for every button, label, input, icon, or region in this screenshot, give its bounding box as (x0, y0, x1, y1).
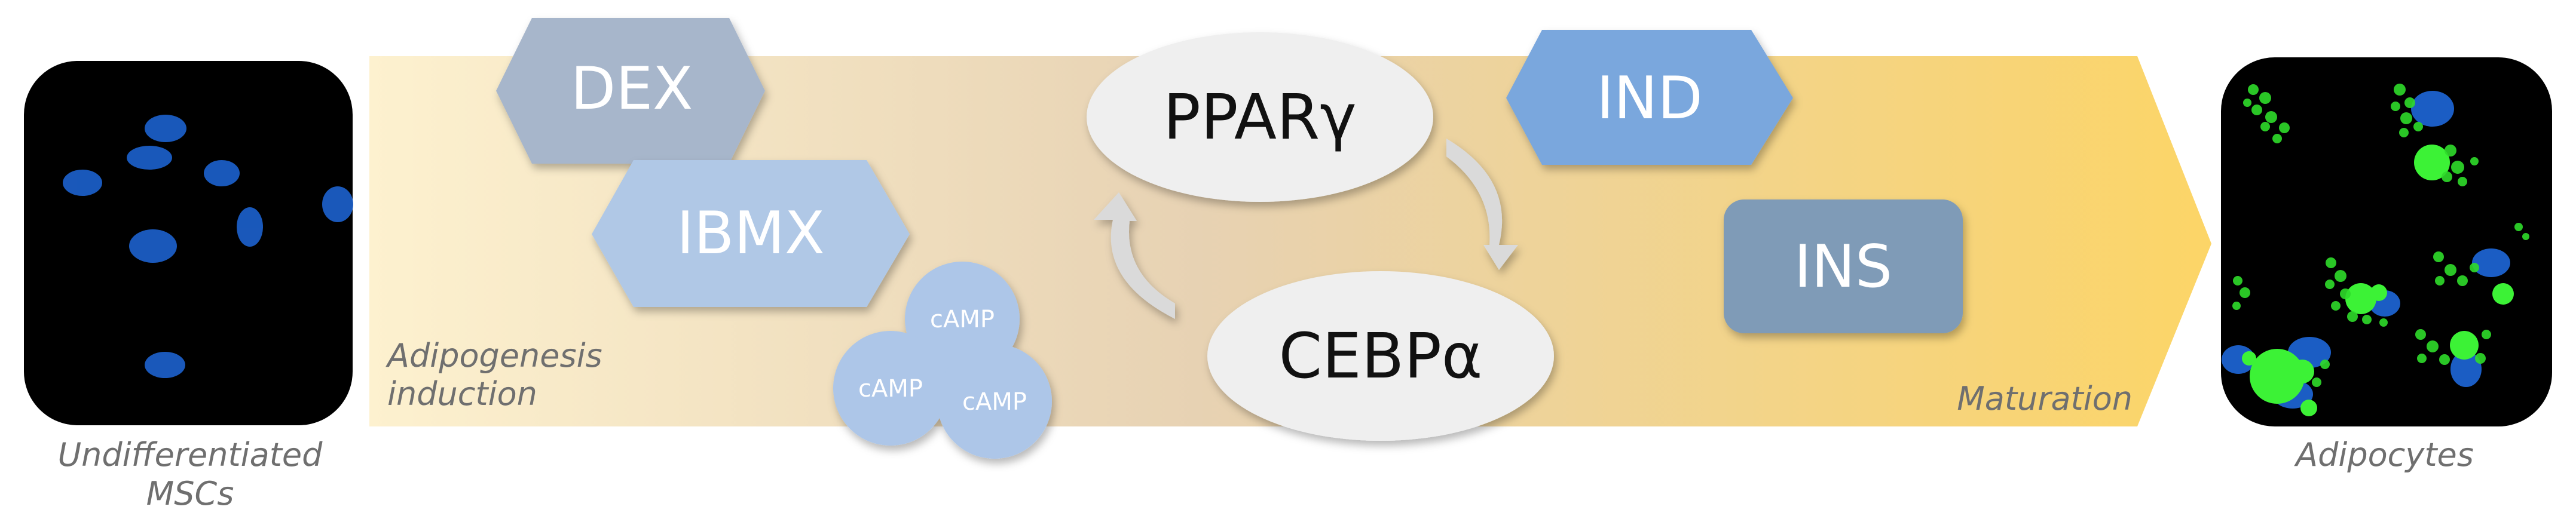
camp-circle-right (937, 344, 1052, 459)
induction-label-line1: Adipogenesis (386, 337, 602, 374)
cebp-label: CEBPα (1279, 320, 1483, 392)
cycle-arrow-right (1446, 139, 1518, 270)
feedback-cycle (1094, 139, 1518, 319)
camp-circle-left (833, 331, 948, 446)
ins-label: INS (1794, 233, 1892, 301)
ibmx-node (592, 160, 910, 307)
ibmx-label: IBMX (677, 199, 825, 268)
induction-label-line2: induction (387, 375, 537, 413)
msc-caption-line1: Undifferentiated (58, 436, 323, 474)
adipocyte-caption: Adipocytes (2294, 436, 2474, 474)
ind-label: IND (1596, 65, 1703, 133)
camp-cluster (833, 262, 1052, 459)
cycle-arrow-left (1094, 192, 1175, 319)
ppar-node (1087, 32, 1433, 202)
dex-label: DEX (571, 55, 693, 123)
maturation-label: Maturation (1957, 380, 2133, 418)
camp-label-left: cAMP (858, 375, 923, 403)
dex-node (496, 18, 765, 164)
adipocyte-micrograph (2221, 57, 2552, 426)
msc-micrograph (24, 61, 353, 425)
msc-caption-line2: MSCs (146, 475, 234, 512)
ind-node (1506, 30, 1793, 165)
camp-label-right: cAMP (962, 388, 1027, 416)
ppar-label: PPARγ (1163, 81, 1357, 154)
camp-label-top: cAMP (930, 306, 995, 333)
ins-node (1724, 199, 1963, 333)
cebp-node (1207, 271, 1554, 441)
